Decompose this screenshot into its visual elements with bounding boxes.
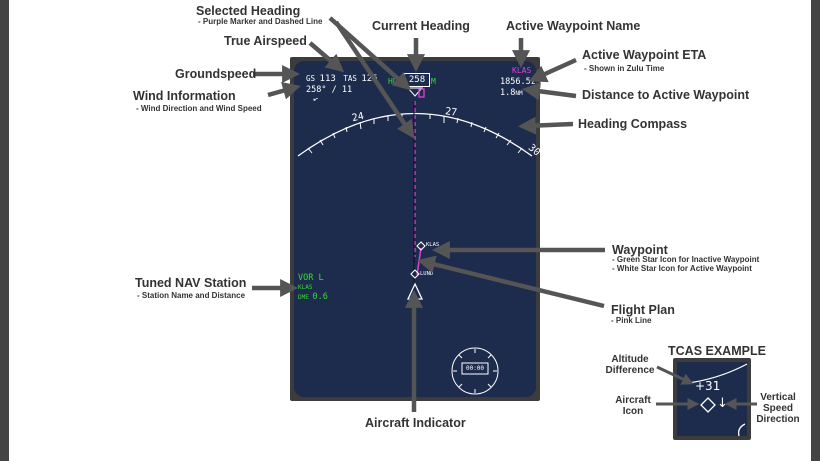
gs-label: GS (306, 74, 316, 83)
nd-screen: GS 113 TAS 125 258° / 11 ↙ HDG 258 M KLA… (294, 61, 542, 397)
right-border (811, 0, 820, 461)
waypoint-label-klas: KLAS (426, 242, 440, 248)
waypoint-active-icon (416, 241, 426, 251)
waypoint-label-lund: LUND (420, 271, 434, 277)
nav-station-ident: KLAS (298, 284, 313, 291)
label-true-airspeed: True Airspeed (224, 34, 307, 48)
hdg-label: HDG (388, 77, 403, 86)
compass-arc (297, 112, 533, 157)
tcas-aircraft-icon (700, 397, 716, 413)
heading-value: 258 (404, 73, 430, 87)
label-active-waypoint-name: Active Waypoint Name (506, 19, 641, 33)
gs-value: 113 (319, 74, 336, 84)
label-active-waypoint-eta: Active Waypoint ETA (582, 48, 707, 62)
dme-value: 0.6 (312, 292, 328, 302)
mag-label: M (431, 77, 436, 86)
compass-ticks (307, 114, 523, 154)
sublabel-waypoint-1: - Green Star Icon for Inactive Waypoint (612, 255, 760, 264)
wind-readout: 258° / 11 (306, 85, 353, 95)
tcas-altitude-diff: +31 (695, 379, 721, 393)
label-groundspeed: Groundspeed (175, 67, 257, 81)
clock-value: 00:00 (465, 365, 485, 372)
sublabel-flight-plan: - Pink Line (611, 316, 652, 325)
sublabel-waypoint-2: - White Star Icon for Active Waypoint (612, 264, 752, 273)
compass-label-27: 27 (444, 106, 458, 119)
arrow-waypoint-eta (528, 57, 577, 83)
navigation-display: GS 113 TAS 125 258° / 11 ↙ HDG 258 M KLA… (290, 57, 542, 401)
clock-ticks (453, 349, 497, 393)
aircraft-icon (406, 282, 424, 300)
sublabel-tuned-nav-station: - Station Name and Distance (137, 291, 246, 300)
distance-value: 1.8 (500, 88, 516, 98)
dme-readout: DME 0.6 (298, 292, 328, 302)
distance-unit: NM (515, 90, 523, 97)
tas-value: 125 (361, 74, 378, 84)
label-vertical-speed: Vertical Speed Direction (756, 392, 800, 425)
waypoint-eta: 1856.5z (500, 77, 536, 87)
label-altitude-difference: Altitude Difference (605, 354, 655, 376)
label-waypoint: Waypoint (612, 243, 668, 257)
sublabel-selected-heading: - Purple Marker and Dashed Line (198, 17, 323, 26)
tcas-screen: +31 ↓ (677, 362, 748, 437)
label-current-heading: Current Heading (372, 19, 470, 33)
waypoint-distance: 1.8NM (500, 88, 523, 98)
tcas-vs-arrow-icon: ↓ (717, 396, 728, 411)
waypoint-name: KLAS (512, 66, 532, 75)
tas-label: TAS (343, 74, 357, 83)
dme-label: DME (298, 294, 309, 301)
label-aircraft-indicator: Aircraft Indicator (365, 416, 466, 430)
nd-graphics (297, 87, 533, 395)
sublabel-wind-information: - Wind Direction and Wind Speed (136, 104, 262, 113)
clock-face (451, 347, 499, 395)
label-selected-heading: Selected Heading (196, 4, 301, 18)
label-tuned-nav-station: Tuned NAV Station (135, 276, 247, 290)
clock-box (461, 362, 489, 375)
groundspeed-label: GS 113 TAS 125 (306, 74, 378, 84)
label-tcas-example: TCAS EXAMPLE (668, 344, 766, 358)
sublabel-active-waypoint-eta: - Shown in Zulu Time (584, 64, 665, 73)
nav-station-name: VOR L (298, 273, 324, 283)
label-flight-plan: Flight Plan (611, 303, 675, 317)
tcas-display: +31 ↓ (673, 358, 751, 440)
label-aircraft-icon: Aircraft Icon (615, 395, 651, 417)
tcas-graphics (680, 363, 748, 437)
label-wind-information: Wind Information (133, 89, 236, 103)
label-heading-compass: Heading Compass (578, 117, 688, 131)
left-border (0, 0, 9, 461)
label-distance-to-waypoint: Distance to Active Waypoint (582, 88, 750, 102)
selected-heading-marker (418, 88, 425, 98)
